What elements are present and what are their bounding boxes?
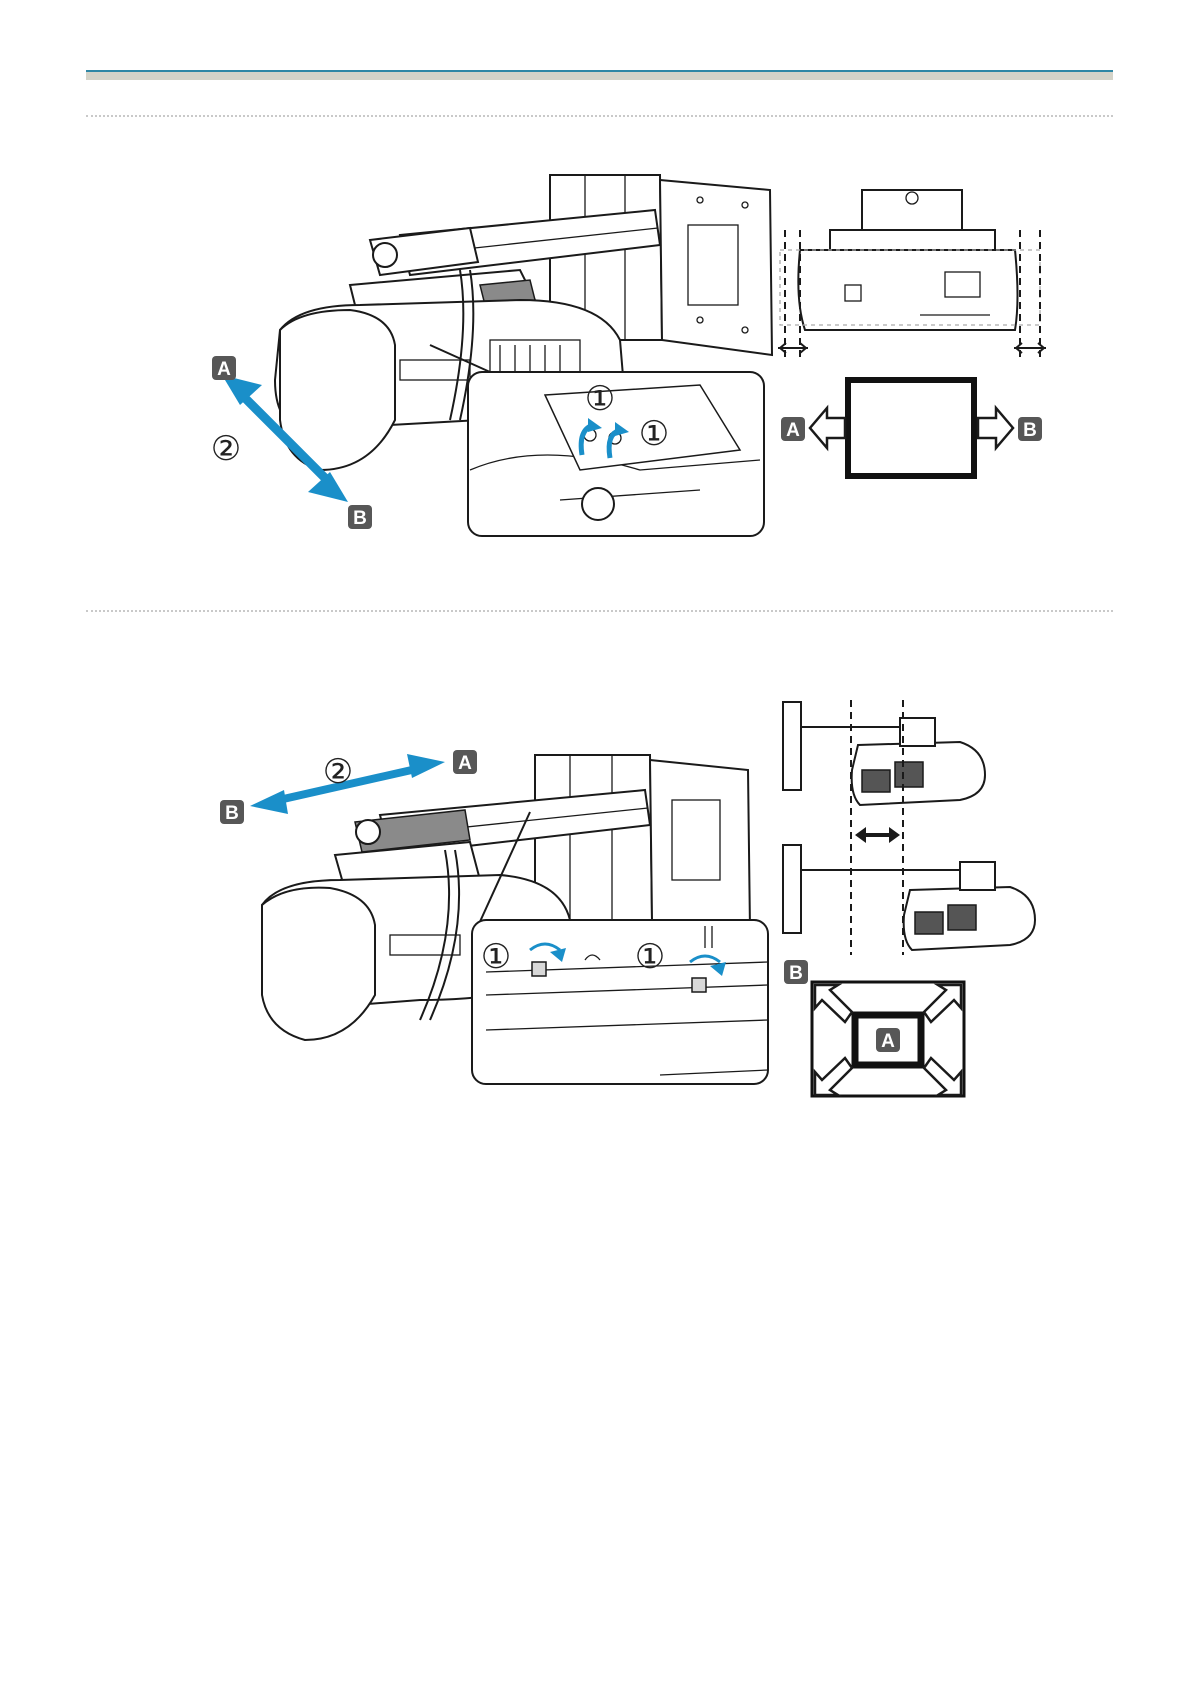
inset-step-1-left: ① bbox=[481, 938, 511, 976]
screen-label-a-center: A bbox=[876, 1028, 900, 1052]
svg-text:A: A bbox=[881, 1031, 895, 1052]
svg-text:A: A bbox=[458, 753, 472, 774]
callout-a-2: A bbox=[453, 750, 477, 774]
screen-label-b-2: B bbox=[784, 960, 808, 984]
inset-step-1-right-2: ① bbox=[635, 938, 665, 976]
callout-b-2: B bbox=[220, 800, 244, 824]
side-view-diagram bbox=[783, 700, 1035, 955]
wall-plate-illustration-2 bbox=[535, 755, 750, 930]
step-2-marker-2: ② bbox=[323, 753, 353, 791]
svg-text:B: B bbox=[225, 803, 239, 824]
svg-text:B: B bbox=[789, 963, 803, 984]
